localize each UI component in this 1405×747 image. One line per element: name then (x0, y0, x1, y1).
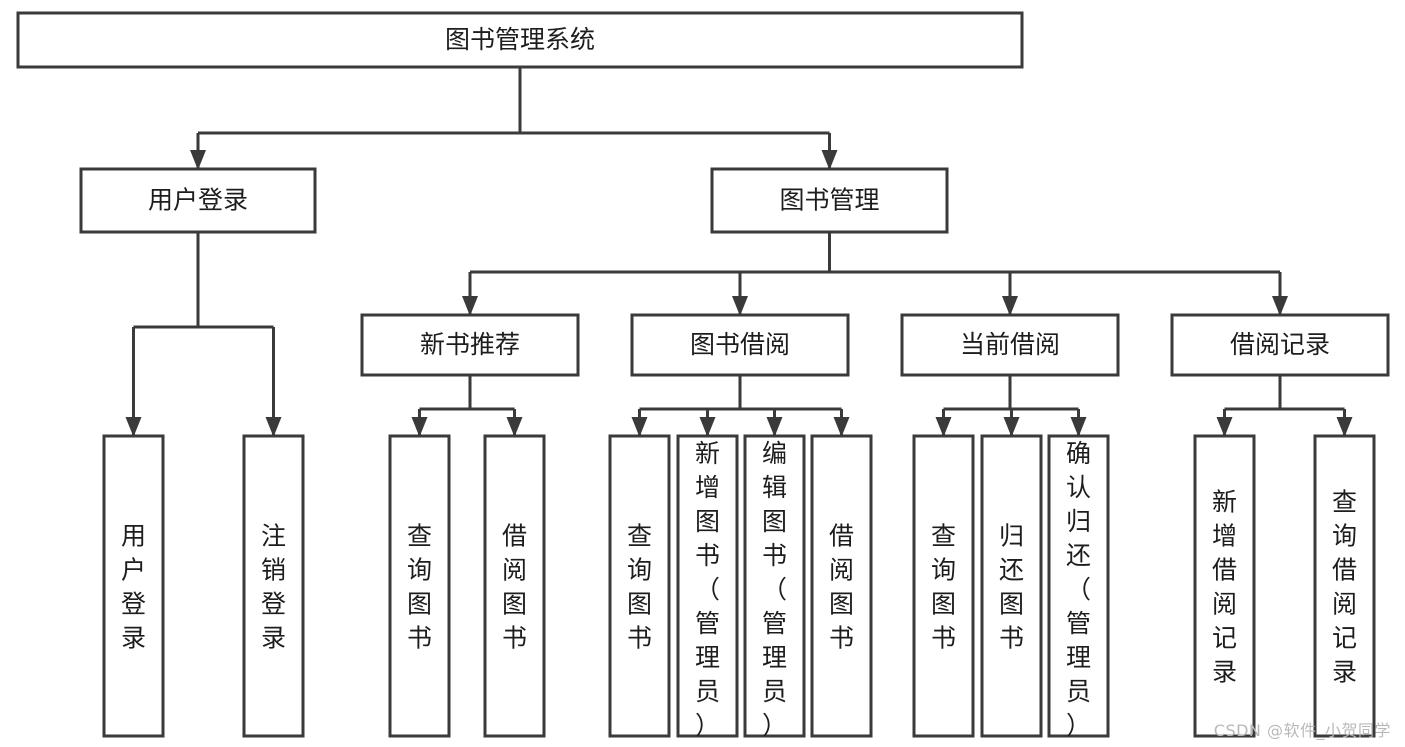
edge-group-book-borrow (631, 375, 850, 437)
node-label: 查询图书 (407, 522, 432, 653)
node-leaf-query-book-3[interactable]: 查询图书 (912, 434, 975, 738)
edge-group-root (190, 67, 838, 170)
node-leaf-return-book[interactable]: 归还图书 (980, 434, 1043, 738)
arrowhead-icon (821, 150, 838, 170)
node-label: 新增图书（管理员） (695, 439, 720, 740)
arrowhead-icon (506, 417, 523, 437)
edge-group-borrow-record (1216, 375, 1353, 437)
node-label: 新书推荐 (420, 330, 520, 359)
arrowhead-icon (1336, 417, 1353, 437)
arrowhead-icon (766, 417, 783, 437)
node-label: 确认归还（管理员） (1066, 439, 1091, 740)
node-leaf-query-book-2[interactable]: 查询图书 (608, 434, 671, 738)
node-label: 归还图书 (999, 522, 1024, 653)
node-box (16, 11, 1024, 69)
node-box (676, 434, 739, 738)
diagram-nodes-group: 图书管理系统用户登录图书管理新书推荐图书借阅当前借阅借阅记录用户登录注销登录查询… (16, 11, 1390, 740)
arrowhead-icon (411, 417, 428, 437)
node-label: 借阅图书 (829, 522, 854, 653)
node-box (980, 434, 1043, 738)
arrowhead-icon (732, 296, 748, 316)
node-leaf-add-book[interactable]: 新增图书（管理员） (676, 434, 739, 740)
node-box (360, 313, 580, 377)
node-leaf-edit-book[interactable]: 编辑图书（管理员） (743, 434, 806, 740)
node-label: 编辑图书（管理员） (762, 439, 787, 740)
arrowhead-icon (631, 417, 648, 437)
node-label: 查询图书 (627, 522, 652, 653)
node-box (900, 313, 1120, 377)
node-label: 用户登录 (121, 522, 146, 653)
connector-edges-group (125, 67, 1353, 437)
edge-group-user-login (125, 232, 282, 437)
node-label: 查询图书 (931, 522, 956, 653)
node-box (102, 434, 165, 738)
arrowhead-icon (1003, 417, 1020, 437)
node-leaf-logout[interactable]: 注销登录 (242, 434, 305, 738)
node-box (388, 434, 451, 738)
node-box (608, 434, 671, 738)
node-label: 查询借阅记录 (1332, 488, 1357, 687)
node-label: 新增借阅记录 (1212, 488, 1237, 687)
node-user-login[interactable]: 用户登录 (79, 167, 317, 234)
node-box (710, 167, 949, 234)
arrowhead-icon (462, 296, 478, 316)
node-label: 图书借阅 (690, 330, 790, 359)
node-box (1170, 313, 1390, 377)
arrowhead-icon (190, 150, 206, 170)
node-leaf-confirm-return[interactable]: 确认归还（管理员） (1047, 434, 1110, 740)
node-label: 图书管理 (779, 186, 879, 215)
edge-group-current-borrow (935, 375, 1087, 437)
node-box (743, 434, 806, 738)
node-label: 用户登录 (148, 186, 248, 215)
node-label: 借阅记录 (1230, 330, 1330, 359)
node-box (1047, 434, 1110, 738)
node-label: 借阅图书 (502, 522, 527, 653)
arrowhead-icon (125, 417, 142, 437)
node-borrow-record[interactable]: 借阅记录 (1170, 313, 1390, 377)
node-leaf-query-book-1[interactable]: 查询图书 (388, 434, 451, 738)
edge-group-book-manage (462, 232, 1288, 316)
node-book-borrow[interactable]: 图书借阅 (630, 313, 850, 377)
node-leaf-borrow-book-2[interactable]: 借阅图书 (810, 434, 873, 738)
arrowhead-icon (935, 417, 952, 437)
node-label: 图书管理系统 (445, 25, 595, 54)
edge-group-new-book-recommend (411, 375, 523, 437)
arrowhead-icon (1070, 417, 1087, 437)
node-leaf-query-record[interactable]: 查询借阅记录 (1313, 434, 1376, 738)
arrowhead-icon (1216, 417, 1233, 437)
node-root[interactable]: 图书管理系统 (16, 11, 1024, 69)
node-box (630, 313, 850, 377)
arrowhead-icon (1002, 296, 1018, 316)
node-box (242, 434, 305, 738)
node-new-book-recommend[interactable]: 新书推荐 (360, 313, 580, 377)
node-box (483, 434, 546, 738)
node-book-manage[interactable]: 图书管理 (710, 167, 949, 234)
arrowhead-icon (833, 417, 850, 437)
node-label: 当前借阅 (960, 330, 1060, 359)
node-leaf-user-login[interactable]: 用户登录 (102, 434, 165, 738)
arrowhead-icon (265, 417, 282, 437)
node-box (810, 434, 873, 738)
arrowhead-icon (1272, 296, 1288, 316)
node-current-borrow[interactable]: 当前借阅 (900, 313, 1120, 377)
node-label: 注销登录 (261, 522, 286, 653)
node-box (1193, 434, 1256, 738)
arrowhead-icon (699, 417, 716, 437)
node-box (912, 434, 975, 738)
node-box (1313, 434, 1376, 738)
node-leaf-add-record[interactable]: 新增借阅记录 (1193, 434, 1256, 738)
node-leaf-borrow-book-1[interactable]: 借阅图书 (483, 434, 546, 738)
node-box (79, 167, 317, 234)
